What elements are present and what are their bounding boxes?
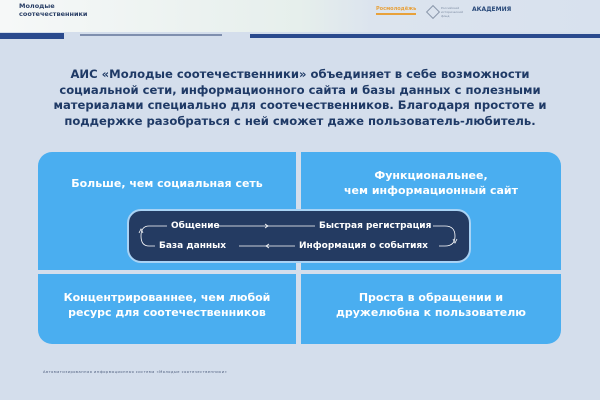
cycle-item-events: Информация о событиях [299,241,428,251]
cycle-item-registration: Быстрая регистрация [319,221,432,231]
card-friendly: Проста в обращении и дружелюбна к пользо… [301,274,561,344]
cycle-arrows-icon [138,223,458,249]
card-label: Функциональнее, чем информационный сайт [343,169,519,197]
card-concentrated: Концентрированнее, чем любой ресурс для … [38,274,296,344]
footer-text: Автоматизированная информационная систем… [43,370,228,374]
academy-logo: АКАДЕМИЯ [472,6,512,13]
cycle-item-communication: Общение [171,221,220,231]
brand-title: Молодые соотечественники [19,2,88,18]
rosmolodezh-logo: Росмолодёжь [376,6,417,15]
card-label: Больше, чем социальная сеть [71,177,263,190]
card-label: Концентрированнее, чем любой ресурс для … [63,291,271,319]
cycle-item-database: База данных [159,241,227,251]
header-divider [80,34,222,36]
header-divider [0,33,64,39]
intro-text: АИС «Молодые соотечественники» объединяе… [53,67,547,128]
header: Молодые соотечественники Росмолодёжь Рос… [0,0,600,32]
header-divider [250,34,600,38]
feature-cycle: Общение Быстрая регистрация Информация о… [127,209,471,263]
card-label: Проста в обращении и дружелюбна к пользо… [335,291,526,319]
